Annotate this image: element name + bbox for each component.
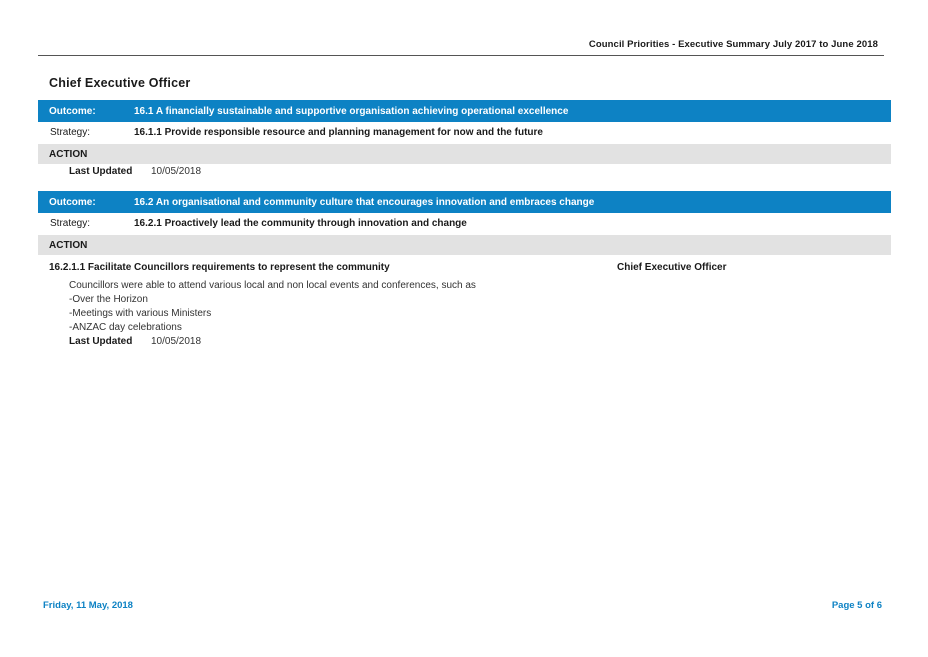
outcome-band: Outcome: 16.1 A financially sustainable … (38, 100, 891, 122)
outcome-band: Outcome: 16.2 An organisational and comm… (38, 191, 891, 213)
strategy-row: Strategy: 16.2.1 Proactively lead the co… (38, 213, 891, 233)
header-rule (38, 55, 884, 56)
footer-date: Friday, 11 May, 2018 (43, 600, 133, 611)
outcome-label: Outcome: (49, 196, 96, 208)
action-owner: Chief Executive Officer (617, 262, 727, 273)
outcome-text: 16.2 An organisational and community cul… (134, 196, 595, 208)
strategy-label: Strategy: (50, 217, 91, 229)
action-description: Councillors were able to attend various … (69, 279, 476, 335)
last-updated: Last Updated 10/05/2018 (69, 166, 201, 177)
outcome-label: Outcome: (49, 105, 96, 117)
action-band: ACTION (38, 144, 891, 164)
last-updated-label: Last Updated (69, 166, 133, 177)
section-title: Chief Executive Officer (49, 76, 191, 90)
footer-page-number: Page 5 of 6 (831, 600, 882, 611)
last-updated-date: 10/05/2018 (151, 336, 202, 347)
last-updated-date: 10/05/2018 (151, 166, 202, 177)
last-updated-label: Last Updated (69, 336, 133, 347)
strategy-row: Strategy: 16.1.1 Provide responsible res… (38, 122, 891, 142)
description-line: -Meetings with various Ministers (69, 308, 212, 319)
description-line: -Over the Horizon (69, 294, 148, 305)
report-header-title: Council Priorities - Executive Summary J… (588, 39, 878, 50)
description-line: Councillors were able to attend various … (69, 280, 476, 291)
description-line: -ANZAC day celebrations (69, 322, 182, 333)
last-updated: Last Updated 10/05/2018 (69, 336, 201, 347)
strategy-text: 16.2.1 Proactively lead the community th… (134, 217, 467, 229)
strategy-label: Strategy: (50, 126, 91, 138)
outcome-text: 16.1 A financially sustainable and suppo… (134, 105, 569, 117)
action-item-title: 16.2.1.1 Facilitate Councillors requirem… (49, 262, 390, 273)
action-label: ACTION (49, 148, 88, 160)
action-label: ACTION (49, 239, 88, 251)
action-band: ACTION (38, 235, 891, 255)
strategy-text: 16.1.1 Provide responsible resource and … (134, 126, 543, 138)
